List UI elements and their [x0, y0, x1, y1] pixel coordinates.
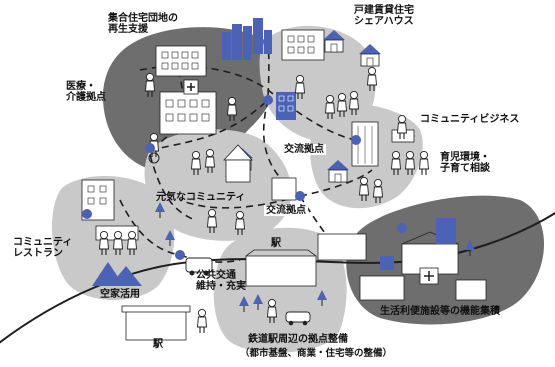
car-icon: [285, 311, 311, 326]
shared-house-buildings: [276, 29, 382, 120]
label-station-bottom: 駅: [153, 339, 163, 350]
person-icon: [196, 308, 208, 334]
life-facilities-buildings: [317, 218, 487, 301]
label-childcare: 育児環境・ 子育て相談: [440, 152, 490, 174]
housing-complex-buildings: [155, 18, 272, 77]
network-nodes: [82, 95, 407, 260]
label-public-transport: 公共交通 維持・充実: [196, 270, 246, 292]
label-housing-complex: 集合住宅団地の 再生支援: [108, 13, 178, 35]
label-community-business: コミュニティビジネス: [420, 114, 520, 125]
background-regions: [51, 25, 544, 353]
person-icon: [418, 150, 430, 176]
wheelchair-icon: [148, 132, 160, 164]
station-bottom-building: [121, 305, 191, 341]
label-active-community: 元気なコミュニティ: [156, 192, 246, 203]
vacant-house-icon: [92, 262, 142, 286]
label-station-center: 駅: [271, 238, 281, 249]
station-center-building: [245, 249, 317, 287]
label-exchange-hub-mid: 交流拠点: [264, 205, 308, 216]
label-station-area-main: 鉄道駅周辺の拠点整備: [248, 334, 348, 345]
hospital-icon: [419, 267, 439, 285]
label-community-restaurant: コミュニティ レストラン: [13, 237, 73, 259]
active-community-buildings: [223, 144, 297, 201]
label-station-area-sub: （都市基盤、商業・住宅等の整備）: [240, 348, 393, 359]
hospital-icon: [159, 79, 217, 135]
label-exchange-hub-top: 交流拠点: [282, 144, 326, 155]
label-life-facilities: 生活利便施設等の機能集積: [380, 306, 500, 317]
bus-icon: [185, 257, 213, 276]
label-medical-care: 医療・ 介護拠点: [66, 81, 106, 103]
label-detached-rental: 戸建賃貸住宅 シェアハウス: [354, 5, 414, 27]
label-vacant-house: 空家活用: [100, 289, 140, 300]
